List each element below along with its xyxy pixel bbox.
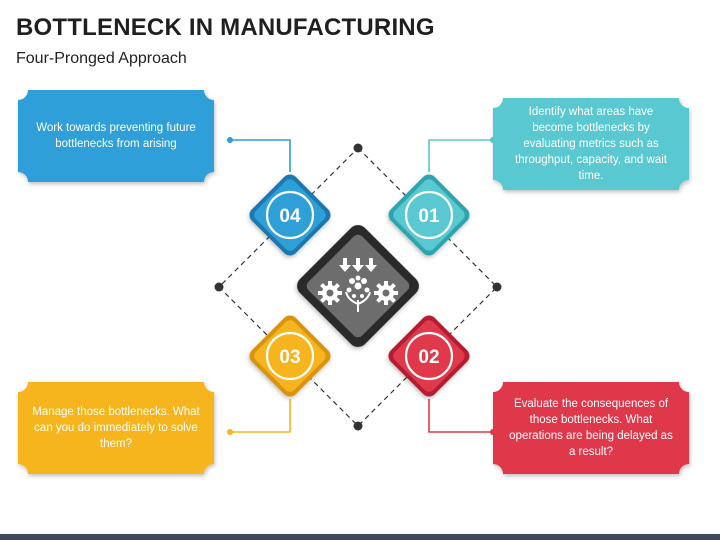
- diamond-vertex-dot-left: [214, 282, 224, 292]
- diamond-vertex-dot-top: [353, 143, 363, 153]
- step-2-description: Evaluate the consequences of those bottl…: [509, 398, 673, 458]
- step-4-connector-dot: [227, 137, 233, 143]
- page-title: BOTTLENECK IN MANUFACTURING: [16, 14, 435, 41]
- step-2-number: 02: [418, 347, 439, 368]
- diamond-vertex-dot-bottom: [353, 421, 363, 431]
- step-2-number-badge: 02: [388, 315, 470, 397]
- step-1-connector: [428, 139, 493, 172]
- step-3-card: [18, 382, 214, 474]
- step-4-badge-inner: [254, 179, 326, 251]
- manufacturing-gears-icon: [318, 258, 398, 312]
- step-3-card-body: Manage those bottlenecks. What can you d…: [32, 406, 200, 450]
- step-4-number: 04: [279, 206, 301, 227]
- step-1-description: Identify what areas have become bottlene…: [515, 106, 667, 182]
- step-4-connector: [230, 139, 291, 172]
- step-3-connector: [230, 399, 291, 433]
- diamond-vertex-dot-right: [492, 282, 502, 292]
- step-1-number: 01: [418, 206, 440, 227]
- step-2-badge-ring: [404, 331, 454, 381]
- step-1-number-badge: 01: [388, 174, 470, 256]
- step-3-badge-inner: [254, 320, 326, 392]
- step-4-badge-ring: [265, 190, 315, 240]
- step-2-card: [493, 382, 689, 474]
- step-3-number: 03: [279, 347, 300, 368]
- step-2-card-body: Evaluate the consequences of those bottl…: [509, 398, 673, 458]
- center-diamond: [297, 225, 419, 347]
- step-3-badge-ring: [265, 331, 315, 381]
- step-2-connector: [428, 399, 493, 433]
- step-2-badge-inner: [393, 320, 465, 392]
- step-3-connector-dot: [227, 429, 233, 435]
- step-3-number-badge: 03: [249, 315, 331, 397]
- step-4-description: Work towards preventing future bottlenec…: [36, 122, 196, 150]
- step-1-badge-ring: [404, 190, 454, 240]
- footer-bar: [0, 534, 720, 540]
- step-3-description: Manage those bottlenecks. What can you d…: [32, 406, 200, 450]
- step-1-card: [493, 98, 689, 190]
- step-4-card: [18, 90, 214, 182]
- step-4-card-body: Work towards preventing future bottlenec…: [36, 122, 196, 150]
- step-4-number-badge: 04: [249, 174, 331, 256]
- page-subtitle: Four-Pronged Approach: [16, 50, 187, 67]
- step-1-badge-inner: [393, 179, 465, 251]
- step-1-card-body: Identify what areas have become bottlene…: [515, 106, 667, 182]
